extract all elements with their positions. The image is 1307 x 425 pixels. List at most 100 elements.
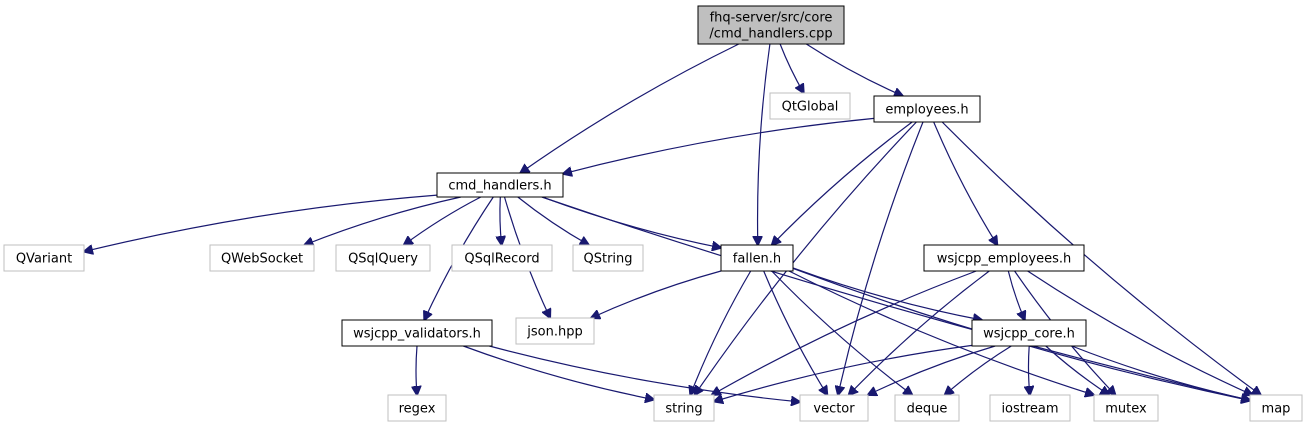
edge-wsjcpp_core-to-map <box>1071 345 1250 400</box>
node-label-wsjcpp_employees: wsjcpp_employees.h <box>937 252 1071 267</box>
edge-cmd_handlers-to-qvariant <box>84 194 438 252</box>
edge-employees-to-map <box>941 121 1261 395</box>
node-qsqlquery: QSqlQuery <box>335 244 431 272</box>
edge-cmd_handlers-to-qsqlrecord <box>500 196 502 245</box>
node-wsjcpp_employees[interactable]: wsjcpp_employees.h <box>923 244 1085 272</box>
edge-fallen-to-string <box>690 270 752 395</box>
node-regex: regex <box>387 394 447 422</box>
edge-fallen-to-deque <box>771 270 913 395</box>
node-box-wsjcpp_core <box>971 319 1087 347</box>
edge-cmd_handlers-to-fallen <box>541 196 721 248</box>
node-label-qstring: QString <box>583 252 632 267</box>
node-qtglobal: QtGlobal <box>769 92 851 120</box>
edge-cmd_handlers-to-map <box>541 196 1250 401</box>
node-label-qtglobal: QtGlobal <box>782 100 839 115</box>
edge-main-to-cmd_handlers <box>520 43 740 173</box>
edge-wsjcpp_core-to-string <box>714 344 973 401</box>
node-label-wsjcpp_core: wsjcpp_core.h <box>983 327 1075 342</box>
node-label-json: json.hpp <box>526 325 582 340</box>
node-wsjcpp_core[interactable]: wsjcpp_core.h <box>971 319 1087 347</box>
node-box-employees <box>873 95 981 123</box>
node-label-vector: vector <box>813 402 855 417</box>
edge-wsjcpp_validators-to-vector <box>489 345 800 402</box>
node-label-regex: regex <box>399 402 436 417</box>
edge-cmd_handlers-to-qstring <box>517 196 589 245</box>
node-box-qtglobal <box>769 92 851 120</box>
nodes-layer: fhq-server/src/core/cmd_handlers.cppQtGl… <box>3 5 1303 422</box>
edge-main-to-qtglobal <box>779 43 804 93</box>
edge-cmd_handlers-to-qsqlquery <box>404 196 482 245</box>
node-box-wsjcpp_validators <box>341 319 493 347</box>
node-label-employees: employees.h <box>885 103 968 118</box>
node-label-qsqlrecord: QSqlRecord <box>464 252 539 267</box>
node-box-qstring <box>572 244 644 272</box>
node-vector: vector <box>799 394 869 422</box>
node-box-deque <box>894 394 960 422</box>
edge-wsjcpp_employees-to-string <box>712 270 977 395</box>
node-wsjcpp_validators[interactable]: wsjcpp_validators.h <box>341 319 493 347</box>
node-box-qsqlquery <box>335 244 431 272</box>
node-label-fallen: fallen.h <box>733 252 781 267</box>
node-label-cmd_handlers: cmd_handlers.h <box>448 179 551 194</box>
node-box-cmd_handlers <box>436 172 564 198</box>
node-label-mutex: mutex <box>1105 402 1147 417</box>
edge-wsjcpp_core-to-vector <box>868 345 996 395</box>
node-box-regex <box>387 394 447 422</box>
node-label-qsqlquery: QSqlQuery <box>348 252 418 267</box>
node-deque: deque <box>894 394 960 422</box>
node-label-wsjcpp_validators: wsjcpp_validators.h <box>353 327 481 342</box>
node-main: fhq-server/src/core/cmd_handlers.cpp <box>697 5 845 45</box>
node-label-main: fhq-server/src/core <box>710 11 833 26</box>
edge-fallen-to-json <box>591 270 722 318</box>
node-qwebsocket: QWebSocket <box>209 244 315 272</box>
edge-wsjcpp_validators-to-string <box>463 345 654 400</box>
node-box-json <box>515 317 595 345</box>
node-box-mutex <box>1093 394 1159 422</box>
edge-wsjcpp_core-to-iostream <box>1028 345 1029 395</box>
edge-employees-to-wsjcpp_employees <box>933 121 998 245</box>
edge-employees-to-cmd_handlers <box>563 117 875 173</box>
edge-fallen-to-mutex <box>788 270 1094 395</box>
edge-employees-to-vector <box>838 121 924 395</box>
node-box-string <box>653 394 715 422</box>
node-fallen[interactable]: fallen.h <box>720 244 794 272</box>
node-json: json.hpp <box>515 317 595 345</box>
edge-main-to-fallen <box>758 43 771 245</box>
node-box-qsqlrecord <box>451 244 553 272</box>
edge-fallen-to-wsjcpp_core <box>792 267 982 320</box>
node-string: string <box>653 394 715 422</box>
edge-fallen-to-vector <box>763 270 828 395</box>
edge-employees-to-string <box>695 121 917 395</box>
node-qvariant: QVariant <box>3 244 85 272</box>
edge-wsjcpp_core-to-deque <box>945 345 1012 395</box>
node-box-wsjcpp_employees <box>923 244 1085 272</box>
edge-main-to-employees <box>805 43 903 96</box>
edge-wsjcpp_employees-to-vector <box>849 270 990 395</box>
node-box-map <box>1249 394 1303 422</box>
node-employees[interactable]: employees.h <box>873 95 981 123</box>
node-label-string: string <box>665 402 702 417</box>
node-box-main <box>697 5 845 45</box>
edge-wsjcpp_validators-to-regex <box>416 345 417 395</box>
edges-layer <box>84 43 1261 402</box>
node-box-iostream <box>989 394 1071 422</box>
node-label-deque: deque <box>907 402 948 417</box>
node-label-qvariant: QVariant <box>16 252 72 267</box>
edge-wsjcpp_employees-to-map <box>1027 270 1253 395</box>
node-box-fallen <box>720 244 794 272</box>
edge-employees-to-fallen <box>772 121 913 245</box>
node-label-map: map <box>1262 402 1291 417</box>
node-box-vector <box>799 394 869 422</box>
node-box-qwebsocket <box>209 244 315 272</box>
node-cmd_handlers[interactable]: cmd_handlers.h <box>436 172 564 198</box>
node-label-main: /cmd_handlers.cpp <box>709 27 832 42</box>
node-label-iostream: iostream <box>1001 402 1058 417</box>
edge-wsjcpp_core-to-mutex <box>1045 345 1109 395</box>
edge-cmd_handlers-to-qwebsocket <box>304 196 462 245</box>
node-iostream: iostream <box>989 394 1071 422</box>
node-label-qwebsocket: QWebSocket <box>221 252 303 267</box>
node-map: map <box>1249 394 1303 422</box>
edge-wsjcpp_employees-to-wsjcpp_core <box>1007 270 1024 320</box>
node-mutex: mutex <box>1093 394 1159 422</box>
node-box-qvariant <box>3 244 85 272</box>
